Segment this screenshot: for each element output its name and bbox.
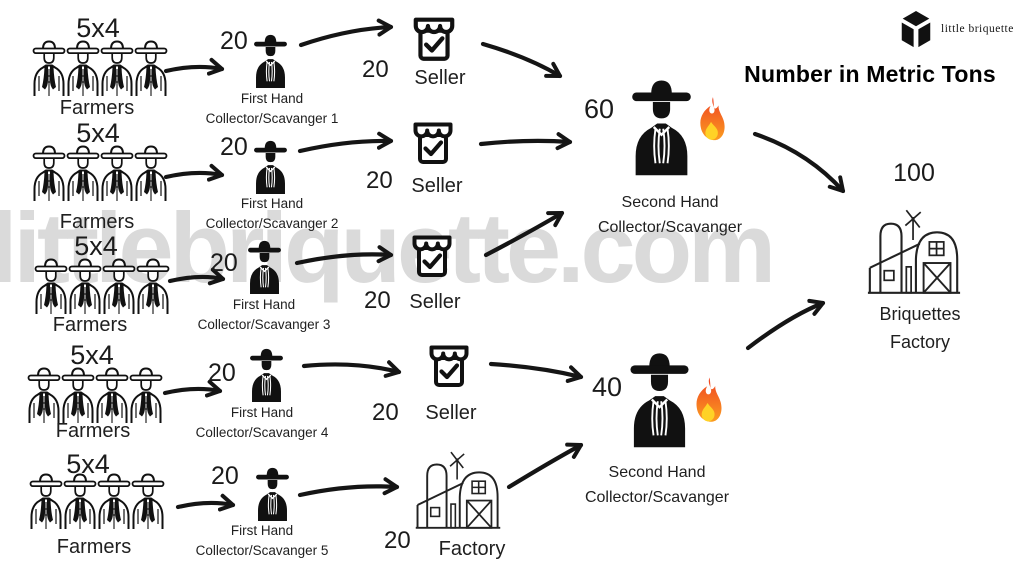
aggregator-label-line1: Second Hand bbox=[621, 194, 719, 211]
farmer-icon bbox=[129, 366, 163, 424]
farmers-label: Farmers bbox=[59, 97, 135, 119]
seller-amount: 20 bbox=[366, 167, 393, 194]
collector-label-line2: Collector/Scavanger 5 bbox=[195, 543, 329, 559]
fire-icon bbox=[695, 96, 728, 143]
collector-label: First Hand Collector/Scavanger 4 bbox=[172, 403, 352, 444]
group-size: 5x4 bbox=[76, 13, 120, 43]
collector-label: First Hand Collector/Scavanger 2 bbox=[182, 194, 362, 235]
farmers-group bbox=[34, 257, 170, 315]
farmer-icon bbox=[68, 257, 102, 315]
farmer-icon bbox=[131, 472, 165, 530]
fire-icon bbox=[691, 376, 725, 425]
diagram-title: Number in Metric Tons bbox=[744, 61, 996, 87]
storefront-check-icon bbox=[409, 15, 459, 65]
group-size: 5x4 bbox=[66, 449, 110, 479]
storefront-check-icon bbox=[409, 120, 457, 168]
seller-label: Seller bbox=[409, 291, 461, 313]
collector-label-line2: Collector/Scavanger 3 bbox=[197, 317, 331, 333]
factory-label: Factory bbox=[438, 538, 506, 560]
farmer-icon bbox=[97, 472, 131, 530]
aggregator-amount: 40 bbox=[592, 372, 623, 402]
seller-label: Seller bbox=[425, 402, 477, 424]
second-hand-collector-icon bbox=[627, 350, 692, 449]
collector-label-line2: Collector/Scavanger 4 bbox=[195, 425, 329, 441]
farmer-icon bbox=[32, 144, 66, 202]
group-size: 5x4 bbox=[76, 118, 120, 148]
farmer-icon bbox=[134, 39, 168, 97]
barn-factory-icon bbox=[866, 203, 962, 300]
seller-label: Seller bbox=[414, 67, 466, 89]
collector-amount: 20 bbox=[211, 462, 239, 490]
seller-amount: 20 bbox=[372, 399, 399, 426]
storefront-check-icon bbox=[408, 231, 456, 283]
aggregator-label-line2: Collector/Scavanger bbox=[584, 488, 730, 506]
farmers-label: Farmers bbox=[55, 420, 131, 442]
collector-label-line1: First Hand bbox=[240, 91, 304, 106]
seller-label: Seller bbox=[411, 175, 463, 197]
final-label: Briquettes Factory bbox=[855, 301, 985, 357]
farmer-icon bbox=[95, 366, 129, 424]
farmers-group bbox=[29, 472, 165, 530]
aggregator-amount: 60 bbox=[584, 94, 615, 124]
aggregator-label-line2: Collector/Scavanger bbox=[597, 218, 743, 236]
aggregator-label: Second Hand Collector/Scavanger bbox=[576, 191, 764, 241]
first-hand-collector-icon bbox=[253, 139, 288, 195]
collector-label-line1: First Hand bbox=[240, 196, 304, 211]
first-hand-collector-icon bbox=[249, 347, 284, 403]
first-hand-collector-icon bbox=[253, 33, 288, 89]
collector-label-line1: First Hand bbox=[230, 523, 294, 538]
farmers-label: Farmers bbox=[56, 536, 132, 558]
cube-logo-icon bbox=[897, 9, 935, 53]
farmer-icon bbox=[66, 144, 100, 202]
collector-amount: 20 bbox=[220, 133, 248, 161]
farmer-icon bbox=[34, 257, 68, 315]
final-amount: 100 bbox=[893, 159, 935, 187]
farmers-group bbox=[32, 144, 168, 202]
aggregator-label: Second Hand Collector/Scavanger bbox=[563, 461, 751, 511]
collector-label-line1: First Hand bbox=[230, 405, 294, 420]
farmer-icon bbox=[63, 472, 97, 530]
farmer-icon bbox=[32, 39, 66, 97]
barn-factory-icon bbox=[414, 449, 502, 531]
farmer-icon bbox=[100, 144, 134, 202]
farmer-icon bbox=[136, 257, 170, 315]
final-label-line1: Briquettes bbox=[879, 304, 961, 324]
first-hand-collector-icon bbox=[255, 466, 290, 522]
farmer-icon bbox=[29, 472, 63, 530]
collector-label-line2: Collector/Scavanger 1 bbox=[205, 111, 339, 127]
farmers-label: Farmers bbox=[52, 314, 128, 336]
collector-label: First Hand Collector/Scavanger 1 bbox=[182, 89, 362, 130]
collector-label-line2: Collector/Scavanger 2 bbox=[205, 216, 339, 232]
farmer-icon bbox=[66, 39, 100, 97]
first-hand-collector-icon bbox=[247, 239, 282, 295]
farmer-icon bbox=[61, 366, 95, 424]
aggregator-label-line1: Second Hand bbox=[608, 464, 706, 481]
farmers-group bbox=[27, 366, 163, 424]
farmer-icon bbox=[27, 366, 61, 424]
collector-amount: 20 bbox=[220, 27, 248, 55]
storefront-check-icon bbox=[425, 343, 473, 391]
farmer-icon bbox=[102, 257, 136, 315]
collector-label: First Hand Collector/Scavanger 3 bbox=[174, 295, 354, 336]
seller-amount: 20 bbox=[362, 56, 389, 83]
collector-amount: 20 bbox=[208, 359, 236, 387]
collector-label: First Hand Collector/Scavanger 5 bbox=[172, 521, 352, 562]
factory-amount: 20 bbox=[384, 527, 411, 554]
brand-name: little briquette bbox=[941, 23, 1014, 35]
second-hand-collector-icon bbox=[629, 77, 694, 177]
farmer-icon bbox=[134, 144, 168, 202]
collector-amount: 20 bbox=[210, 249, 238, 277]
group-size: 5x4 bbox=[74, 231, 118, 261]
farmers-label: Farmers bbox=[59, 211, 135, 233]
seller-amount: 20 bbox=[364, 287, 391, 314]
group-size: 5x4 bbox=[70, 340, 114, 370]
final-label-line2: Factory bbox=[889, 331, 950, 352]
farmers-group bbox=[32, 39, 168, 97]
collector-label-line1: First Hand bbox=[232, 297, 296, 312]
farmer-icon bbox=[100, 39, 134, 97]
